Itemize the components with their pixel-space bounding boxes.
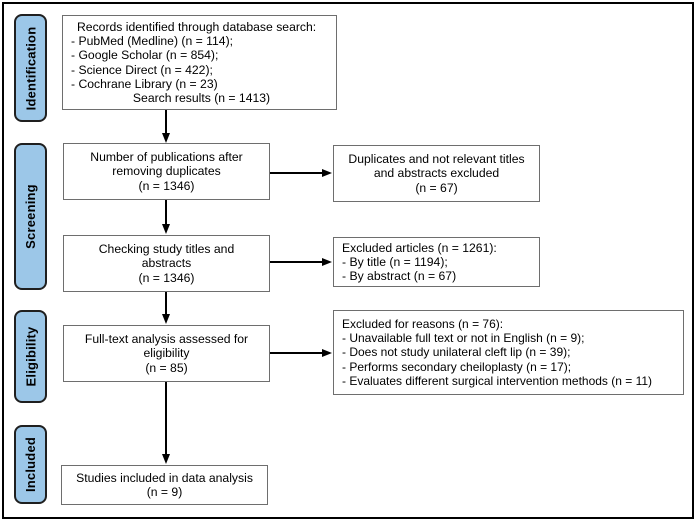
box-line: - By abstract (n = 67): [342, 269, 457, 284]
stage-label-text: Eligibility: [23, 326, 39, 387]
box-line: - PubMed (Medline) (n = 114);: [71, 33, 234, 48]
stage-label-included: Included: [14, 425, 47, 504]
stage-label-text: Screening: [23, 184, 38, 249]
stage-label-text: Included: [23, 436, 38, 493]
box-line: (n = 1346): [138, 270, 195, 285]
stage-label-identification: Identification: [14, 14, 47, 122]
stage-label-screening: Screening: [14, 143, 47, 290]
box-line: (n = 67): [415, 180, 458, 195]
box-line: Checking study titles and: [98, 242, 235, 257]
box-line: - Evaluates different surgical intervent…: [342, 373, 653, 388]
box-line: Search results (n = 1413): [132, 91, 271, 106]
box-full-text-eligibility: Full-text analysis assessed for eligibil…: [63, 325, 270, 382]
box-line: - Unavailable full text or not in Englis…: [342, 331, 585, 346]
box-excluded-articles: Excluded articles (n = 1261): - By title…: [333, 237, 540, 287]
box-line: abstracts: [141, 256, 192, 271]
box-line: (n = 85): [145, 360, 188, 375]
box-line: Excluded for reasons (n = 76):: [342, 316, 504, 331]
box-line: Number of publications after: [90, 150, 243, 165]
box-line: - Science Direct (n = 422);: [71, 62, 213, 77]
box-line: Excluded articles (n = 1261):: [342, 240, 497, 255]
box-excluded-reasons: Excluded for reasons (n = 76): - Unavail…: [333, 310, 684, 395]
box-included-studies: Studies included in data analysis (n = 9…: [61, 465, 268, 505]
box-line: Duplicates and not relevant titles: [348, 152, 525, 167]
box-line: - Does not study unilateral cleft lip (n…: [342, 345, 571, 360]
stage-label-text: Identification: [23, 26, 39, 110]
box-records-identified: Records identified through database sear…: [62, 15, 337, 110]
box-line: (n = 9): [146, 485, 183, 499]
stage-label-eligibility: Eligibility: [14, 310, 47, 403]
box-line: - Cochrane Library (n = 23): [71, 76, 218, 91]
box-line: eligibility: [143, 346, 190, 361]
box-line: Full-text analysis assessed for: [84, 332, 249, 347]
box-line: - By title (n = 1194);: [342, 254, 448, 269]
box-line: - Google Scholar (n = 854);: [71, 48, 219, 63]
box-line: - Performs secondary cheiloplasty (n = 1…: [342, 359, 572, 374]
box-line: and abstracts excluded: [373, 166, 500, 181]
box-line: Records identified through database sear…: [77, 19, 317, 34]
box-duplicates-excluded: Duplicates and not relevant titles and a…: [333, 145, 540, 202]
box-line: Studies included in data analysis: [76, 470, 253, 485]
box-line: (n = 1346): [138, 178, 195, 193]
box-line: removing duplicates: [112, 164, 221, 179]
box-after-duplicates: Number of publications after removing du…: [63, 143, 270, 200]
box-title-abstract-check: Checking study titles and abstracts (n =…: [63, 235, 270, 292]
